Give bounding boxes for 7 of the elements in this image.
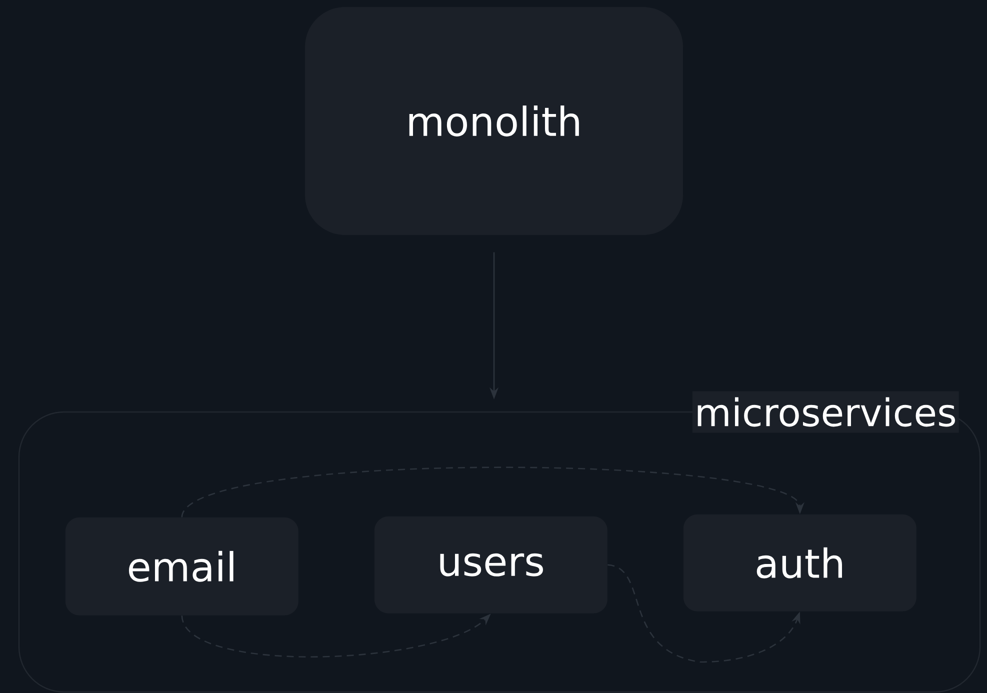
service-box: email: [65, 517, 298, 616]
arrow: [181, 466, 804, 518]
service-box: auth: [683, 514, 916, 612]
arrow: [607, 564, 800, 663]
service-box: users: [374, 516, 608, 614]
monolith-box: monolith: [305, 7, 683, 235]
container-heading: microservices: [692, 391, 959, 433]
